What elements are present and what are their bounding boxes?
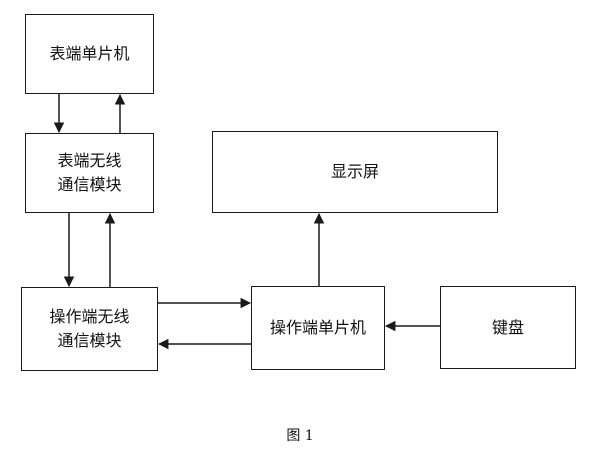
node-op-wireless-label: 操作端无线 通信模块 bbox=[49, 307, 130, 350]
figure-caption: 图 1 bbox=[286, 428, 314, 444]
node-meter-wireless-label: 表端无线 通信模块 bbox=[57, 151, 122, 194]
node-keyboard: 键盘 bbox=[440, 286, 576, 369]
node-op-mcu-label: 操作端单片机 bbox=[269, 318, 366, 337]
node-display-label: 显示屏 bbox=[330, 162, 379, 181]
node-op-mcu: 操作端单片机 bbox=[251, 286, 385, 370]
node-meter-mcu-label: 表端单片机 bbox=[49, 44, 130, 63]
node-meter-wireless: 表端无线 通信模块 bbox=[25, 133, 154, 213]
node-op-wireless: 操作端无线 通信模块 bbox=[21, 287, 158, 371]
node-meter-mcu: 表端单片机 bbox=[25, 14, 154, 94]
node-display: 显示屏 bbox=[212, 131, 498, 213]
node-keyboard-label: 键盘 bbox=[491, 317, 524, 337]
